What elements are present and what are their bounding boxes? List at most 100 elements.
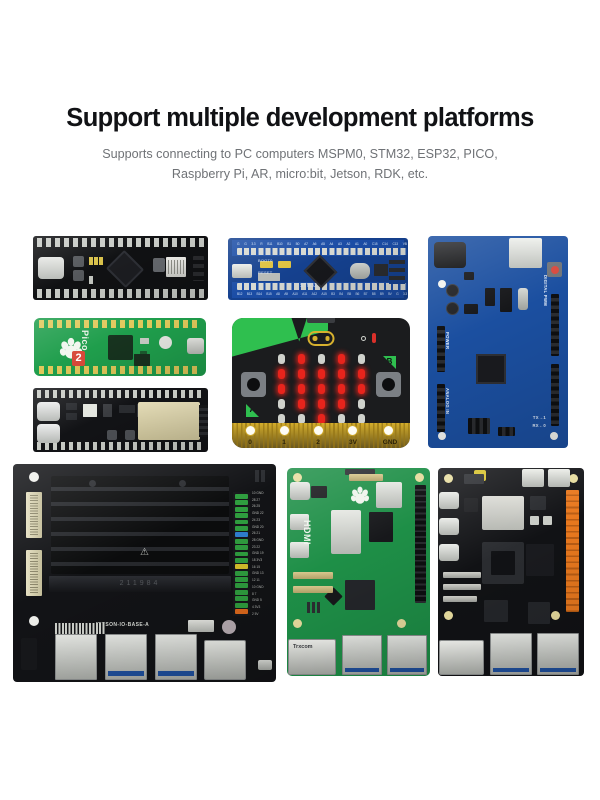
led-4-3 — [337, 414, 345, 424]
reset-button[interactable] — [547, 262, 562, 277]
led-2-0 — [277, 384, 285, 394]
pin-header-bottom — [37, 442, 204, 450]
heatsink-hole-1 — [89, 480, 96, 487]
usb-3-blue-insert-1 — [108, 671, 144, 676]
led-3-0 — [277, 399, 285, 409]
gpio-pin-13 — [235, 570, 248, 576]
led-1-4 — [357, 369, 365, 379]
fan-header — [255, 470, 266, 482]
micro-usb-port-icon — [307, 318, 335, 323]
white-connector — [188, 620, 214, 632]
smd-ic-1 — [464, 272, 474, 280]
led-3-3 — [337, 399, 345, 409]
expansion-header — [55, 623, 105, 634]
coin-cell-holder — [222, 620, 236, 634]
gpio-pin-8 — [235, 538, 248, 544]
pin-header-top — [37, 390, 204, 398]
button-b[interactable] — [376, 372, 401, 397]
gpio-pin-12 — [235, 564, 248, 570]
mounting-hole-1 — [293, 473, 302, 482]
usb-3-blue-insert-2 — [540, 668, 576, 672]
pcie-connector — [345, 469, 375, 475]
smd-part-1 — [140, 338, 149, 344]
edge-ring-2 — [313, 425, 324, 436]
mounting-hole-4 — [551, 611, 560, 620]
led-0-4 — [357, 354, 365, 364]
led-4-1 — [297, 414, 305, 424]
button-a[interactable] — [241, 372, 266, 397]
lpddr-ram — [369, 512, 393, 542]
ethernet-jack — [204, 640, 246, 680]
push-button-1 — [73, 256, 84, 267]
silk-rx: RX←0 — [532, 423, 546, 428]
board-jetson: ⚠ 211984 — [13, 464, 276, 682]
silk-power: POWER — [445, 332, 450, 350]
smd-ic-6 — [484, 600, 508, 622]
capacitor-2 — [446, 302, 459, 315]
edge-label-gnd: GND — [382, 439, 398, 446]
board-gallery: Pico 2 — [0, 222, 600, 702]
led-0-3 — [337, 354, 345, 364]
led-1-1 — [297, 369, 305, 379]
icsp-header — [468, 418, 490, 434]
usb-a-port-1 — [55, 634, 97, 680]
raspberry-logo-icon — [350, 486, 370, 504]
usb-3-blue-insert-1 — [493, 668, 529, 672]
smd-part-1 — [374, 264, 388, 276]
edge-connector: 0 1 2 3V GND — [232, 423, 410, 448]
micro-usb-port-icon — [187, 338, 204, 354]
regulator — [83, 404, 97, 417]
gpio-pin-18 — [235, 602, 248, 608]
led-2-2 — [317, 384, 325, 394]
dc-barrel-jack — [434, 242, 466, 268]
crystal-oscillator — [518, 288, 528, 310]
silk-reset: RESET — [258, 270, 273, 275]
led-4-4 — [357, 414, 365, 424]
board-esp32 — [33, 388, 208, 452]
usb-3-port-2 — [537, 633, 579, 675]
led-1-2 — [317, 369, 325, 379]
mounting-hole-2 — [569, 474, 578, 483]
silk-boot0: BOOT0 — [258, 258, 273, 263]
atmega-mcu — [476, 354, 506, 384]
board-arduino-uno: POWER ANALOG IN DIGITAL PWM TX→1 RX←0 — [428, 236, 568, 448]
digital-header-high — [551, 294, 559, 356]
silkscreen-version: 2 — [72, 351, 85, 366]
gpio-pin-4 — [235, 513, 248, 519]
pcb-antenna — [199, 405, 208, 437]
status-led — [372, 333, 376, 343]
gpio-pin-6 — [235, 525, 248, 531]
rp2350-chip — [108, 335, 133, 360]
dc-barrel-jack — [21, 638, 37, 670]
hdmi-port-1 — [522, 469, 544, 487]
usb-serial-ic — [500, 288, 512, 312]
gpio-pin-14 — [235, 577, 248, 582]
smd-ic-2 — [464, 304, 478, 314]
gpio-40-pin-header — [415, 485, 426, 603]
smd-ic-3 — [485, 288, 495, 306]
csi-connector-1 — [293, 572, 333, 579]
led-1-0 — [277, 369, 285, 379]
icsp2-header — [498, 427, 515, 436]
gpio-pin-16 — [235, 589, 248, 595]
led-2-3 — [337, 384, 345, 394]
led-1-3 — [337, 369, 345, 379]
header: Support multiple development platforms S… — [0, 104, 600, 184]
rp1-southbridge-shield — [331, 510, 361, 554]
smd-part-2 — [94, 257, 98, 265]
ethernet-brand-label: Trxcom — [293, 644, 313, 650]
led-0-2 — [317, 354, 325, 364]
smd-part-1 — [89, 257, 93, 265]
silk-analog-in: ANALOG IN — [445, 388, 450, 415]
smd-ic-1 — [464, 474, 484, 484]
reset-button — [258, 273, 280, 281]
analog-in-header — [437, 384, 445, 432]
reset-button — [153, 258, 165, 272]
usb-c-port-1 — [439, 492, 459, 509]
boot1-jumper — [278, 261, 291, 268]
mipi-connector-2 — [443, 584, 481, 590]
